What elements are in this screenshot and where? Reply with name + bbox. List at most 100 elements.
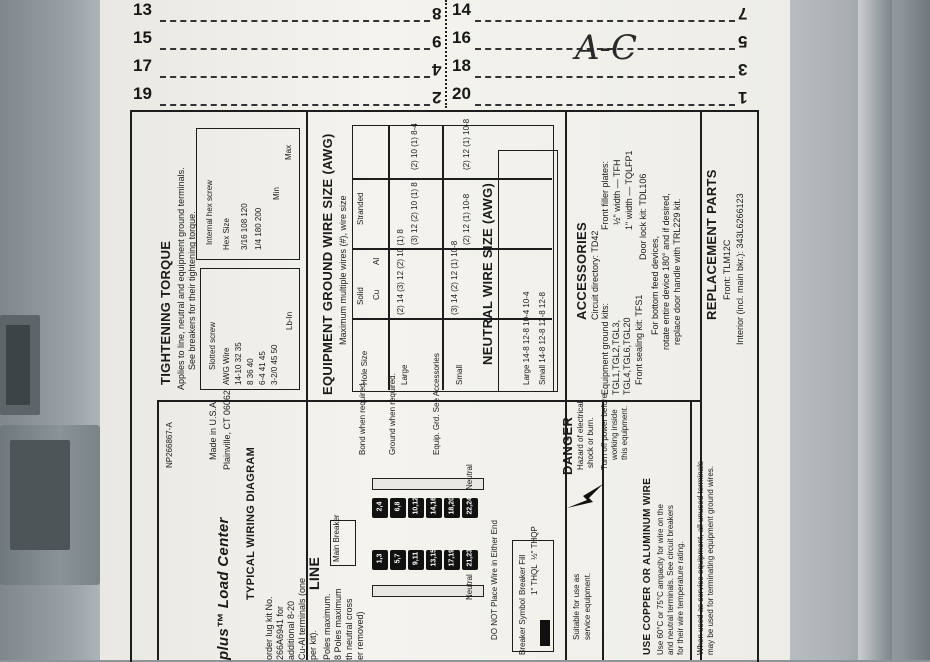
circuit-number: 14 xyxy=(452,0,471,19)
hex-min: Min xyxy=(272,187,281,200)
table-rule xyxy=(352,318,552,320)
large-solid-cu: (2) 14 (3) 12 (2) 10 (1) 8 xyxy=(396,229,405,315)
replacement-title: REPLACEMENT PARTS xyxy=(704,169,719,320)
made-in: Made in U.S.A. xyxy=(208,399,218,460)
filler-line: Door lock kit: TDL106 xyxy=(638,173,648,260)
equip-ground-note: Equip. Grd. See Accessories xyxy=(432,353,441,455)
suitable-text: service equipment. xyxy=(583,572,592,640)
circuit-number: 5 xyxy=(738,32,748,51)
accessory-line: rotate entire device 180° and if desired… xyxy=(661,193,671,350)
wire-type-line: Use 60°C or 75°C ampacity for wire on th… xyxy=(656,504,665,655)
panel-clip-slot xyxy=(6,325,30,405)
product-name: plus™ Load Center xyxy=(215,517,232,660)
breaker-fill-header: Breaker Fill xyxy=(518,554,527,595)
handwritten-circuit-label: A-C xyxy=(575,28,638,68)
grid-divider xyxy=(690,400,692,660)
breaker-symbol-header: Breaker Symbol xyxy=(518,598,527,655)
grid-divider xyxy=(700,110,702,660)
slotted-screw-table xyxy=(200,268,300,390)
thqp-header: ½" THQP xyxy=(530,526,539,560)
accessory-line: TGL4,TGL6,TGL20 xyxy=(622,317,632,395)
door-latch-opening xyxy=(10,440,70,550)
breaker-slot: 10,12 xyxy=(408,497,424,518)
panel-rail xyxy=(858,0,892,660)
part-code: NP266867-A xyxy=(165,422,174,468)
accessory-line: Equipment ground kits: xyxy=(600,302,610,395)
accessory-line: TGL1,TGL2,TGL3, xyxy=(611,319,621,395)
breaker-slot: 22,24 xyxy=(462,497,478,518)
wire-type-line: and neutral terminals. See circuit break… xyxy=(666,505,675,655)
ground-wire-table xyxy=(352,125,554,392)
breaker-slot: 18,20 xyxy=(444,497,460,518)
solid-header: Solid xyxy=(356,287,365,305)
service-note: may be used for terminating equipment gr… xyxy=(706,466,715,655)
breaker-slot: 9,11 xyxy=(408,550,424,570)
hole-size-header: Hole Size xyxy=(360,350,369,385)
danger-line: Hazard of electrical xyxy=(576,401,585,470)
circuit-write-line xyxy=(160,104,430,107)
slotted-header: Slotted screw xyxy=(208,321,217,370)
filler-line: ½" width — TFH xyxy=(612,159,622,225)
breaker-slot: 21,23 xyxy=(462,549,478,570)
hex-header: Internal hex screw xyxy=(205,180,214,245)
neutral-bus-top xyxy=(372,478,484,490)
ground-title: EQUIPMENT GROUND WIRE SIZE (AWG) xyxy=(320,133,335,395)
grid-divider xyxy=(307,400,700,402)
grid-divider xyxy=(157,400,307,402)
ground-note: Ground when required. xyxy=(388,373,397,455)
al-header: Al xyxy=(372,257,381,265)
torque-note: Applies to line, neutral and equipment g… xyxy=(176,167,186,390)
circuit-number: 2 xyxy=(432,88,442,107)
bond-note: Bond when required. xyxy=(358,381,367,455)
main-breaker-box xyxy=(330,520,356,566)
lug-kit-text: per kit). xyxy=(308,629,318,660)
circuit-number: 17 xyxy=(133,56,152,75)
breaker-slot: 1,3 xyxy=(372,550,388,570)
grid-divider xyxy=(306,110,308,660)
small-label: Small xyxy=(455,364,464,385)
large-stranded-cu: (2) 10 (1) 8-4 xyxy=(410,123,419,170)
breaker-slot: 13,15 xyxy=(426,549,442,570)
breaker-symbol-swatch xyxy=(540,620,550,646)
stranded-header: Stranded xyxy=(356,192,365,225)
poles-text: 8 Poles maximum xyxy=(333,588,343,660)
poles-text: Poles maximum. xyxy=(322,593,332,660)
grid-divider xyxy=(157,400,159,660)
filler-line: 1" width — TQLFP1 xyxy=(624,150,634,230)
wire-type-title: USE COPPER OR ALUMINUM WIRE xyxy=(642,477,653,655)
thql-header: 1" THQL xyxy=(530,564,539,595)
circuit-number: 4 xyxy=(432,60,442,79)
slotted-row: 6-4 41 45 xyxy=(258,351,267,385)
cu-header: Cu xyxy=(372,289,381,300)
circuit-number: 7 xyxy=(738,4,748,23)
accessories-title: ACCESSORIES xyxy=(574,222,589,320)
accessory-line: replace door handle with TRL229 kit. xyxy=(672,198,682,345)
circuit-number: 3 xyxy=(738,60,748,79)
center-divider xyxy=(445,0,449,108)
circuit-write-line xyxy=(160,48,430,51)
table-rule xyxy=(442,125,444,390)
neutral-wire-table xyxy=(498,150,558,392)
suitable-text: Suitable for use as xyxy=(572,573,581,640)
breaker-slot: 6,8 xyxy=(390,498,406,518)
filler-line: Front filler plates: xyxy=(600,160,610,230)
slotted-row: 3-2/0 45 50 xyxy=(270,344,279,385)
breaker-slot: 2,4 xyxy=(372,498,388,518)
breaker-slot: 17,19 xyxy=(444,549,460,570)
neutral-small-row: Small 14-8 12-8 12-8 12-8 xyxy=(538,292,547,385)
main-breaker-label: Main Breaker xyxy=(332,514,341,562)
lug-kit-text: order lug kit No. xyxy=(264,596,274,660)
hex-screw-table xyxy=(196,128,300,260)
danger-title: DANGER xyxy=(560,416,575,475)
lug-kit-text: Cu-Al terminals (one xyxy=(297,577,307,660)
circuit-number: 1 xyxy=(738,88,748,107)
lug-kit-text: additional 8-20 xyxy=(286,600,296,660)
danger-line: shock or burn. xyxy=(586,417,595,468)
lug-kit-text: 266A6941 for xyxy=(275,605,285,660)
circuit-number: 19 xyxy=(133,84,152,103)
circuit-number: 18 xyxy=(452,56,471,75)
circuit-write-line xyxy=(475,20,735,23)
circuit-number: 9 xyxy=(432,32,442,51)
danger-line: Turn off power before xyxy=(600,393,609,470)
circuit-number: 20 xyxy=(452,84,471,103)
